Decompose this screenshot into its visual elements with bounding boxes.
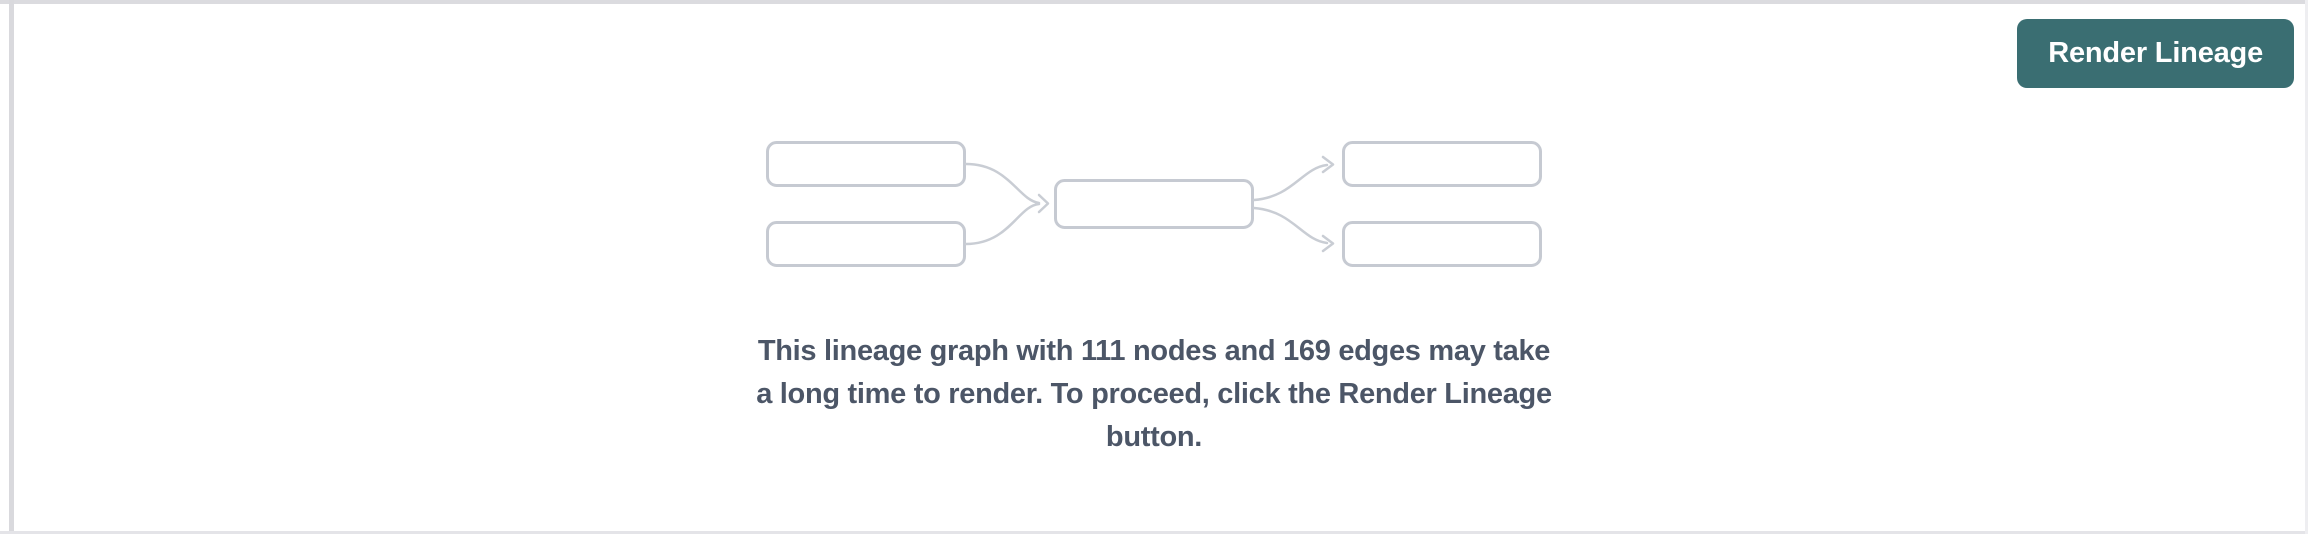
edge-left-bottom-to-center xyxy=(964,202,1041,246)
placeholder-node-left-bottom xyxy=(766,221,966,267)
edge-center-to-right-bottom xyxy=(1252,206,1329,245)
pane-right-border xyxy=(2305,0,2308,534)
placeholder-node-center xyxy=(1054,179,1254,229)
arrowhead-into-right-bottom xyxy=(1321,234,1335,253)
pane-bottom-border xyxy=(0,531,2308,534)
pane-resize-handle[interactable] xyxy=(9,0,14,534)
placeholder-node-left-top xyxy=(766,141,966,187)
arrowhead-into-right-top xyxy=(1321,155,1335,174)
render-lineage-button[interactable]: Render Lineage xyxy=(2017,19,2294,88)
arrowhead-into-center xyxy=(1037,193,1050,214)
render-warning-message: This lineage graph with 111 nodes and 16… xyxy=(0,330,2308,459)
warning-line-3: button. xyxy=(1105,421,1203,453)
edge-left-top-to-center xyxy=(964,162,1041,205)
edge-center-to-right-top xyxy=(1252,163,1329,202)
warning-line-2: a long time to render. To proceed, click… xyxy=(756,378,1552,410)
placeholder-node-right-top xyxy=(1342,141,1542,187)
lineage-placeholder-graphic xyxy=(766,141,1542,267)
pane-top-border xyxy=(0,0,2308,4)
warning-line-1: This lineage graph with 111 nodes and 16… xyxy=(757,335,1551,367)
placeholder-node-right-bottom xyxy=(1342,221,1542,267)
